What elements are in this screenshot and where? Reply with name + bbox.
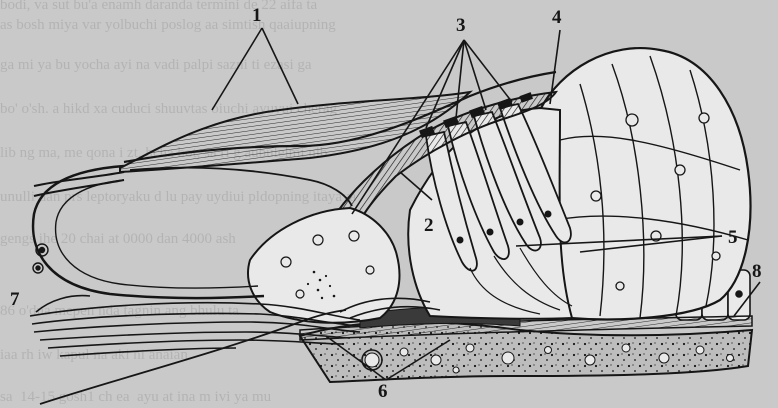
- cochlear-duct-wall-inner: [56, 180, 258, 288]
- nerve-sheath: [40, 310, 346, 404]
- callout-1: 1: [252, 6, 262, 25]
- callout-4: 4: [552, 8, 562, 27]
- callout-8: 8: [752, 262, 762, 281]
- leader-3e: [464, 40, 512, 102]
- duct-cells: [33, 244, 48, 273]
- callout-7: 7: [10, 290, 20, 309]
- callout-6: 6: [378, 382, 388, 401]
- callout-5: 5: [728, 228, 738, 247]
- reissners-membrane-inner: [130, 168, 352, 206]
- leader-1a: [212, 28, 262, 110]
- callout-2: 2: [424, 216, 434, 235]
- hensen-cells: [540, 48, 750, 319]
- leader-3b: [426, 40, 464, 128]
- leader-3d: [464, 40, 486, 110]
- callout-3: 3: [456, 16, 466, 35]
- cochlear-duct-wall: [33, 166, 264, 298]
- leader-1b: [262, 28, 298, 104]
